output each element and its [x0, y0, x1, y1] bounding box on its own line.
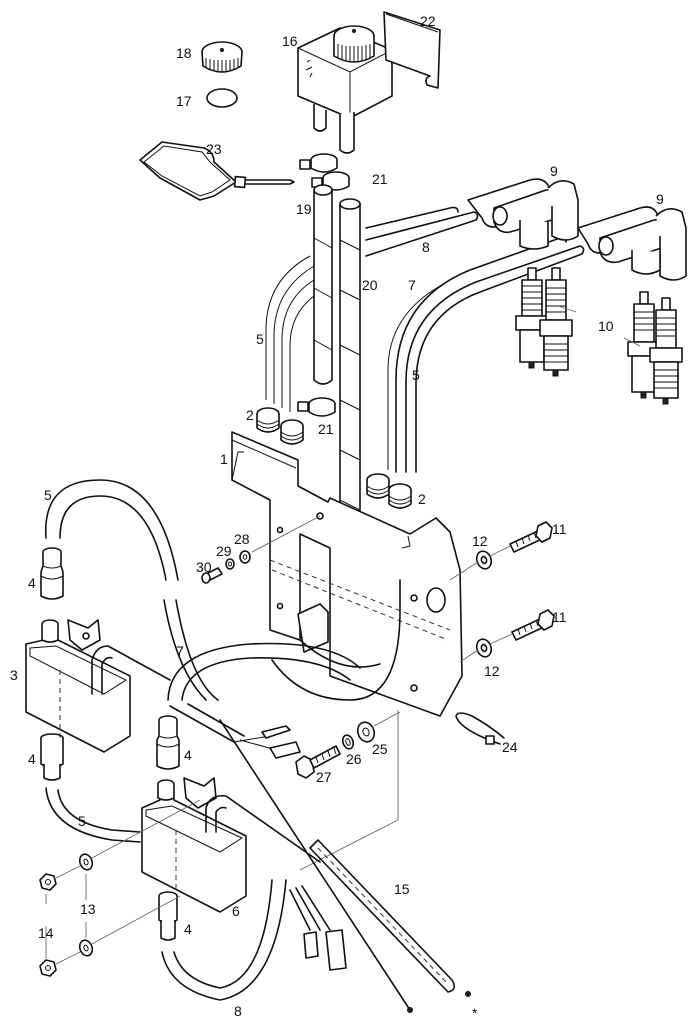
callout-2a: 2	[246, 407, 254, 423]
callout-1: 1	[220, 451, 228, 467]
grommets-lower[interactable]	[366, 473, 412, 509]
ht-lead-8-upper[interactable]	[365, 206, 479, 257]
connector-cap-lower-left[interactable]	[40, 733, 64, 781]
footnote-marker: *	[472, 1005, 478, 1021]
callout-5c: 5	[412, 367, 420, 383]
washer-lower[interactable]	[474, 637, 493, 659]
callout-26: 26	[346, 751, 362, 767]
callout-11b: 11	[552, 609, 567, 625]
callout-4a: 4	[28, 575, 36, 591]
bolt-27[interactable]	[295, 745, 341, 779]
nut-lower[interactable]	[39, 959, 57, 977]
washer-13-lower[interactable]	[78, 938, 95, 957]
callout-12a: 12	[472, 533, 488, 549]
hose-clip-lower[interactable]	[297, 397, 336, 417]
callout-28: 28	[234, 531, 250, 547]
callout-9b: 9	[656, 191, 664, 207]
callout-5d: 5	[78, 813, 86, 829]
callout-7a: 7	[408, 277, 416, 293]
ht-lead-5-right-upper[interactable]	[387, 285, 441, 470]
cap-seal[interactable]	[206, 88, 238, 108]
bolt-lower[interactable]	[511, 609, 555, 641]
callout-12b: 12	[484, 663, 500, 679]
callout-21b: 21	[318, 421, 334, 437]
oil-reservoir[interactable]	[297, 25, 393, 154]
callout-19: 19	[296, 201, 312, 217]
callout-4b: 4	[184, 747, 192, 763]
nut-upper[interactable]	[39, 873, 57, 891]
callout-24: 24	[502, 739, 518, 755]
callout-18: 18	[176, 45, 192, 61]
washer-upper[interactable]	[474, 549, 493, 571]
spark-plug-cap-rear[interactable]	[467, 178, 579, 250]
callout-4c: 4	[28, 751, 36, 767]
connector-cap-upper-left[interactable]	[40, 547, 64, 600]
spark-plugs[interactable]	[515, 267, 683, 405]
callout-23: 23	[206, 141, 222, 157]
ht-lead-8-bottom[interactable]	[161, 879, 287, 1001]
harness-tail-connectors[interactable]	[289, 885, 347, 971]
bracket-plate[interactable]	[231, 431, 463, 717]
connector-cap-centre[interactable]	[156, 715, 180, 770]
strap[interactable]	[139, 141, 295, 201]
callout-10: 10	[598, 318, 614, 334]
bolt-upper[interactable]	[509, 521, 553, 553]
callout-4d: 4	[184, 921, 192, 937]
cable-tie[interactable]	[455, 712, 505, 745]
callout-14: 14	[38, 925, 54, 941]
hose-clip-upper[interactable]	[299, 153, 350, 191]
callout-30: 30	[196, 559, 212, 575]
callout-15: 15	[394, 881, 410, 897]
washer-25[interactable]	[355, 720, 377, 744]
callout-5a: 5	[44, 487, 52, 503]
ht-lead-5-lower[interactable]	[45, 787, 141, 843]
callout-27: 27	[316, 769, 332, 785]
callout-8a: 8	[422, 239, 430, 255]
screw-30[interactable]	[201, 567, 223, 584]
callout-20: 20	[362, 277, 378, 293]
ignition-coil-lower[interactable]	[141, 777, 321, 913]
callout-21a: 21	[372, 171, 388, 187]
callout-11a: 11	[552, 521, 567, 537]
callout-6: 6	[232, 903, 240, 919]
callout-5b: 5	[256, 331, 264, 347]
callout-13: 13	[80, 901, 96, 917]
spring-washer-29[interactable]	[225, 558, 235, 570]
spark-plug-cap-front[interactable]	[577, 206, 687, 281]
callout-2b: 2	[418, 491, 426, 507]
hose-19[interactable]	[313, 184, 333, 385]
grommets-upper[interactable]	[256, 407, 304, 445]
callout-16: 16	[282, 33, 298, 49]
connector-cap-bottom[interactable]	[158, 891, 178, 941]
ignition-coil-upper[interactable]	[25, 619, 171, 753]
callout-22: 22	[420, 13, 436, 29]
callout-8b: 8	[234, 1003, 242, 1019]
washer-28[interactable]	[239, 550, 251, 564]
callout-29: 29	[216, 543, 232, 559]
ht-lead-5-left-loop[interactable]	[44, 479, 219, 701]
reservoir-cap[interactable]	[201, 41, 243, 73]
ht-lead-5-left-upper[interactable]	[265, 255, 315, 412]
wiring-harness[interactable]	[169, 703, 471, 1013]
reservoir-bracket[interactable]	[383, 11, 441, 89]
callout-7b: 7	[176, 643, 184, 659]
callout-25: 25	[372, 741, 388, 757]
spring-washer-26[interactable]	[341, 734, 355, 751]
callout-9a: 9	[550, 163, 558, 179]
ht-lead-7-middle[interactable]	[167, 642, 361, 701]
callout-3: 3	[10, 667, 18, 683]
washer-13-upper[interactable]	[78, 852, 95, 871]
callout-17: 17	[176, 93, 192, 109]
